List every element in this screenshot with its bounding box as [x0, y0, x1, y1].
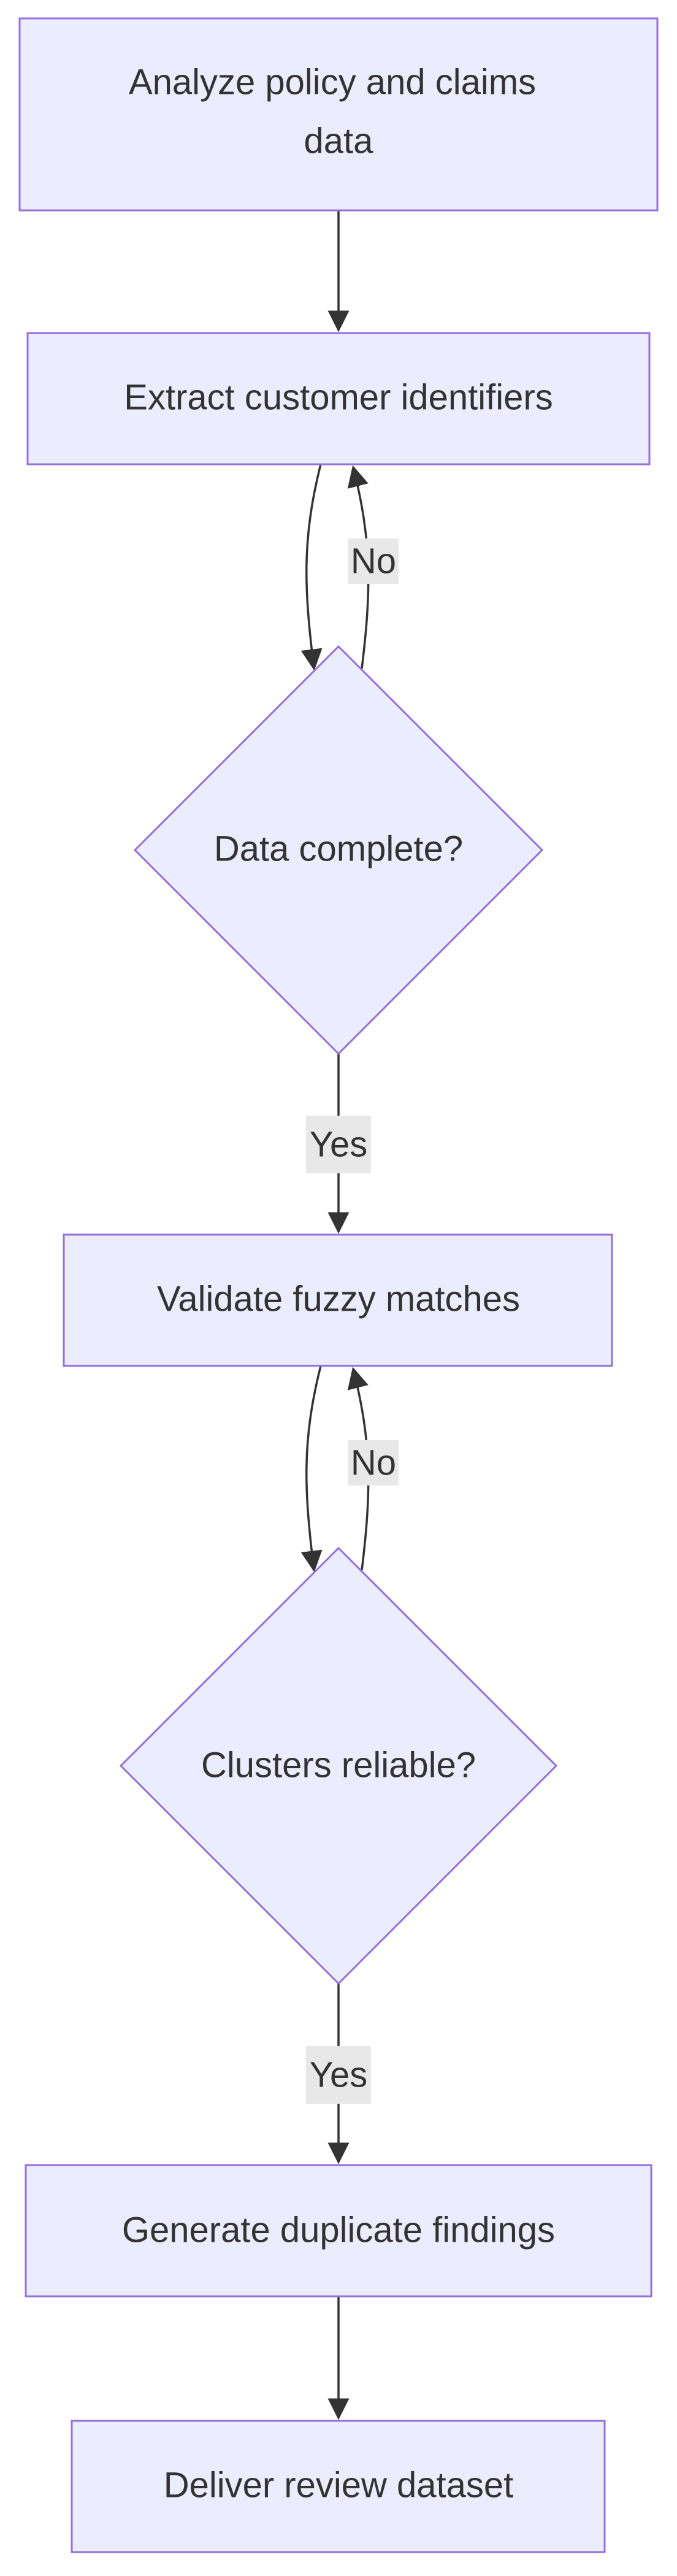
edge-label-data-complete-yes: Yes: [306, 1116, 371, 1173]
node-analyze-policy-and-claims-data: Analyze policy and claims data: [18, 17, 659, 212]
edge-label-extract-no: No: [348, 539, 399, 584]
node-clusters-reliable-decision: Clusters reliable?: [119, 1546, 558, 1985]
svg-text:Data complete?: Data complete?: [214, 829, 463, 869]
svg-text:Generate duplicate findings: Generate duplicate findings: [122, 2210, 555, 2250]
node-generate-duplicate-findings: Generate duplicate findings: [25, 2164, 652, 2298]
svg-text:Yes: Yes: [310, 2055, 368, 2095]
svg-text:Clusters reliable?: Clusters reliable?: [201, 1746, 476, 1785]
svg-text:Yes: Yes: [310, 1125, 368, 1165]
edge-label-clusters-reliable-yes: Yes: [306, 2046, 371, 2104]
edge-validate-to-clusters-reliable: [300, 1365, 323, 1573]
svg-text:No: No: [351, 1443, 396, 1483]
svg-text:data: data: [304, 121, 374, 161]
node-data-complete-decision: Data complete?: [133, 645, 544, 1056]
svg-text:Validate fuzzy matches: Validate fuzzy matches: [157, 1279, 520, 1319]
edge-extract-to-data-complete: [300, 464, 323, 671]
svg-text:Analyze policy and claims: Analyze policy and claims: [129, 63, 536, 102]
edge-label-validate-no: No: [348, 1440, 399, 1485]
svg-text:Deliver review dataset: Deliver review dataset: [164, 2466, 514, 2505]
node-deliver-review-dataset: Deliver review dataset: [71, 2420, 606, 2553]
node-extract-customer-identifiers: Extract customer identifiers: [26, 332, 651, 466]
svg-text:No: No: [351, 542, 396, 581]
node-validate-fuzzy-matches: Validate fuzzy matches: [63, 1233, 613, 1367]
svg-text:Extract customer identifiers: Extract customer identifiers: [124, 378, 553, 418]
